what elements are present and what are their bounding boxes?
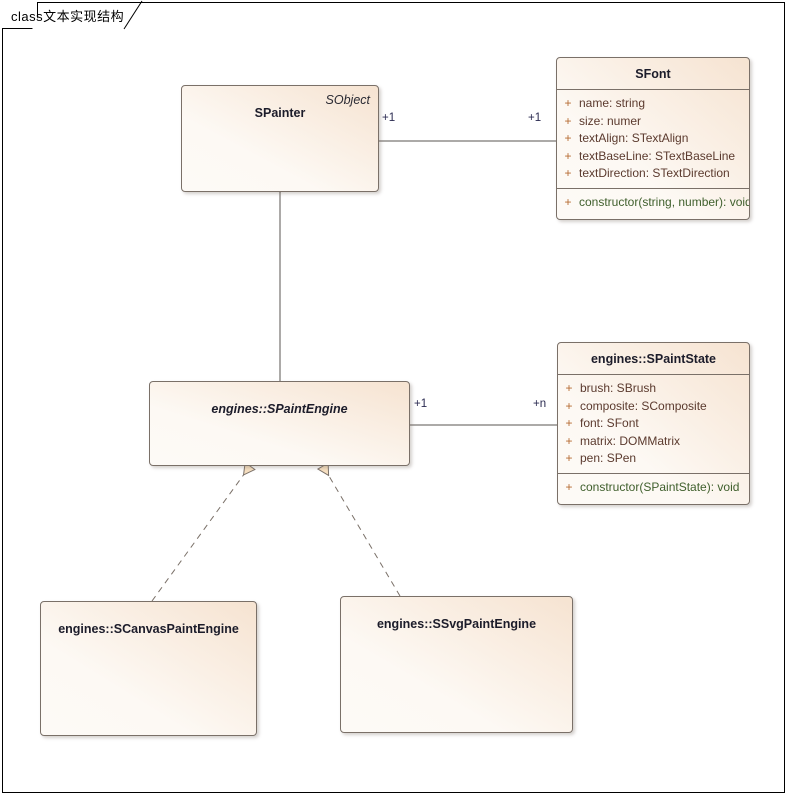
class-name-ssvgpaintengine: engines::SSvgPaintEngine <box>376 617 537 631</box>
attribute-row: + name: string <box>557 95 749 113</box>
class-title-scanvaspaintengine: engines::SCanvasPaintEngine <box>41 602 256 644</box>
operation-compartment-spaintstate: + constructor(SPaintState): void <box>558 474 749 502</box>
attribute-text: matrix: DOMMatrix <box>580 433 680 448</box>
operation-text: constructor(SPaintState): void <box>580 479 740 494</box>
attribute-row: + brush: SBrush <box>558 380 749 398</box>
attribute-text: brush: SBrush <box>580 381 657 395</box>
class-box-sfont[interactable]: SFont + name: string + size: numer + tex… <box>556 57 750 220</box>
visibility-marker: + <box>564 166 572 180</box>
visibility-marker: + <box>565 381 573 395</box>
class-divider <box>557 89 749 90</box>
multiplicity-spaintengine-spaintstate-target: +n <box>533 398 547 410</box>
class-title-spainter: SObject SPainter <box>182 86 378 128</box>
multiplicity-spainter-sfont-target: +1 <box>528 112 542 124</box>
visibility-marker: + <box>564 96 572 110</box>
class-name-spaintengine: engines::SPaintEngine <box>211 402 348 416</box>
attribute-row: + font: SFont <box>558 415 749 433</box>
attribute-text: size: numer <box>579 113 642 128</box>
multiplicity-spainter-sfont-source: +1 <box>382 112 396 124</box>
class-divider <box>558 472 749 474</box>
attribute-row: + size: numer <box>557 113 749 131</box>
class-box-scanvaspaintengine[interactable]: engines::SCanvasPaintEngine <box>40 601 257 736</box>
visibility-marker: + <box>564 194 572 209</box>
attribute-compartment-spaintstate: + brush: SBrush + composite: SComposite … <box>558 375 749 473</box>
multiplicity-spaintengine-spaintstate-source: +1 <box>414 398 428 410</box>
visibility-marker: + <box>565 451 573 465</box>
attribute-row: + textDirection: STextDirection <box>557 165 749 183</box>
class-title-sfont: SFont <box>557 58 749 89</box>
operation-text: constructor(string, number): void <box>579 194 750 209</box>
class-title-spaintengine: engines::SPaintEngine <box>150 382 409 424</box>
class-name-spainter: SPainter <box>254 106 306 120</box>
class-title-ssvgpaintengine: engines::SSvgPaintEngine <box>341 597 572 639</box>
attribute-row: + matrix: DOMMatrix <box>558 433 749 451</box>
operation-compartment-sfont: + constructor(string, number): void <box>557 189 749 217</box>
diagram-frame-tab <box>2 2 38 29</box>
attribute-compartment-sfont: + name: string + size: numer + textAlign… <box>557 90 749 188</box>
attribute-text: name: string <box>579 96 646 110</box>
diagram-frame-label: class文本实现结构 <box>11 9 125 24</box>
class-name-sfont: SFont <box>635 67 671 81</box>
visibility-marker: + <box>565 479 573 494</box>
class-box-ssvgpaintengine[interactable]: engines::SSvgPaintEngine <box>340 596 573 733</box>
attribute-text: composite: SComposite <box>580 398 707 413</box>
visibility-marker: + <box>564 131 572 145</box>
attribute-text: pen: SPen <box>580 451 637 465</box>
attribute-text: textDirection: STextDirection <box>579 166 730 180</box>
class-divider <box>557 187 749 189</box>
attribute-row: + pen: SPen <box>558 450 749 468</box>
attribute-text: font: SFont <box>580 416 639 430</box>
class-name-spaintstate: engines::SPaintState <box>590 352 717 366</box>
visibility-marker: + <box>564 148 572 163</box>
attribute-row: + textBaseLine: STextBaseLine <box>557 148 749 166</box>
visibility-marker: + <box>565 433 573 448</box>
attribute-text: textBaseLine: STextBaseLine <box>579 148 736 163</box>
attribute-row: + composite: SComposite <box>558 398 749 416</box>
class-box-spainter[interactable]: SObject SPainter <box>181 85 379 192</box>
visibility-marker: + <box>564 113 572 128</box>
class-box-spaintstate[interactable]: engines::SPaintState + brush: SBrush + c… <box>557 342 750 505</box>
class-stereotype-spainter: SObject <box>325 93 370 107</box>
visibility-marker: + <box>565 416 573 430</box>
visibility-marker: + <box>565 398 573 413</box>
attribute-text: textAlign: STextAlign <box>579 131 689 145</box>
class-box-spaintengine[interactable]: engines::SPaintEngine <box>149 381 410 466</box>
operation-row: + constructor(SPaintState): void <box>558 479 749 497</box>
class-name-scanvaspaintengine: engines::SCanvasPaintEngine <box>58 622 239 636</box>
attribute-row: + textAlign: STextAlign <box>557 130 749 148</box>
operation-row: + constructor(string, number): void <box>557 194 749 212</box>
class-title-spaintstate: engines::SPaintState <box>558 343 749 374</box>
class-divider <box>558 374 749 375</box>
